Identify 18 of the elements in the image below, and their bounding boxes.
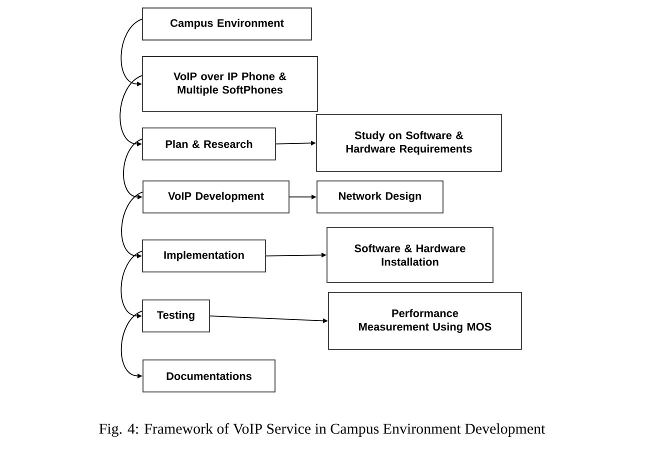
process-box: Plan & Research xyxy=(142,128,276,160)
process-box: Campus Environment xyxy=(142,8,312,40)
process-box: VoIP Development xyxy=(142,180,290,214)
process-box: Performance Measurement Using MOS xyxy=(328,292,522,350)
arrow xyxy=(120,250,142,318)
caption: Fig. 4: Framework of VoIP Service in Campus Environment Development xyxy=(99,423,546,437)
process-box: VoIP over IP Phone & Multiple SoftPhones xyxy=(142,56,318,112)
process-box: Testing xyxy=(142,300,210,332)
arrow xyxy=(121,192,143,258)
process-box: Implementation xyxy=(142,240,266,272)
process-box: Documentations xyxy=(142,360,276,392)
process-box: Study on Software & Hardware Requirements xyxy=(316,114,502,172)
process-box: Software & Hardware Installation xyxy=(326,227,494,283)
arrow xyxy=(120,310,142,378)
process-box: Network Design xyxy=(316,180,444,214)
arrow xyxy=(123,138,142,200)
arrow xyxy=(120,18,142,86)
arrow xyxy=(120,75,142,146)
